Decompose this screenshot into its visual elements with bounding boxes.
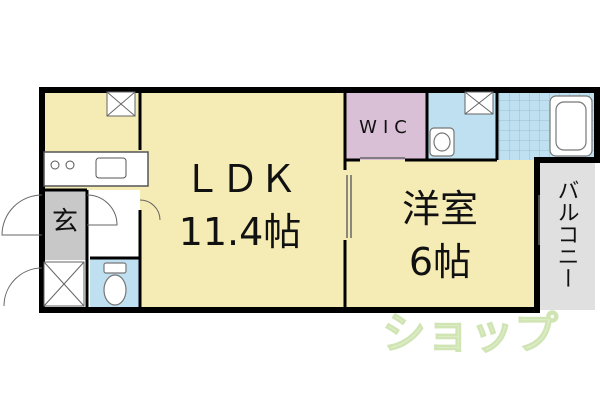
door-swings	[1, 194, 161, 307]
svg-text:ショップ: ショップ	[382, 308, 558, 359]
washbasin-fixture	[429, 127, 455, 157]
bedroom-name: 洋室	[402, 187, 478, 231]
balcony-floor	[540, 160, 595, 310]
bathtub-fixture	[549, 95, 593, 157]
ldk-size: 11.4帖	[179, 210, 302, 254]
wic-floor	[345, 90, 427, 160]
inner-walls	[42, 90, 499, 310]
bedroom-size: 6帖	[409, 240, 471, 284]
entrance-label: 玄	[52, 207, 78, 237]
sliding-doors	[346, 157, 540, 245]
ldk-name: ＬＤＫ	[183, 157, 297, 201]
ldk-floor	[140, 90, 345, 310]
kitchen-counter	[43, 151, 149, 187]
bedroom-floor	[345, 160, 537, 310]
balcony-label: バルコニー	[554, 179, 579, 289]
toilet-fixture	[103, 262, 127, 306]
entrance-floor	[42, 190, 87, 260]
vent-icon	[106, 91, 494, 117]
shoe-cabinet	[43, 261, 85, 307]
wic-label: WIC	[359, 117, 413, 138]
walls	[39, 87, 600, 313]
